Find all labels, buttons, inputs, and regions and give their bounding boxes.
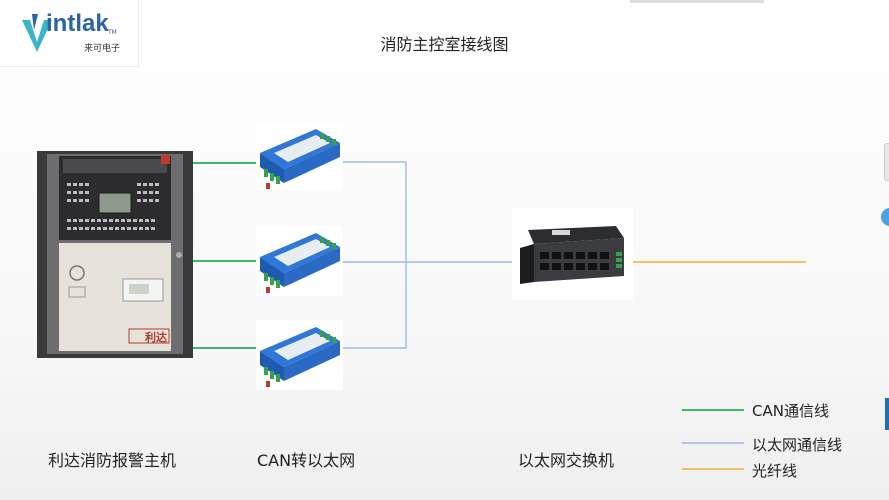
fire-alarm-panel xyxy=(37,151,193,358)
can-ethernet-converter-1 xyxy=(256,123,343,191)
converter-icon xyxy=(260,233,340,293)
logo-trademark: TM xyxy=(108,29,117,36)
legend-label-can: CAN通信线 xyxy=(752,402,829,420)
can-ethernet-converter-3 xyxy=(256,320,343,390)
logo: intlak TM 来可电子 xyxy=(0,0,139,67)
logo-subtitle: 来可电子 xyxy=(84,44,121,54)
edge-tab-2[interactable] xyxy=(885,398,889,430)
top-divider xyxy=(630,0,764,3)
ethernet-wire-1 xyxy=(342,161,407,349)
edge-tab-1[interactable] xyxy=(884,143,889,181)
converter-icon xyxy=(260,129,340,189)
switch-icon xyxy=(520,226,624,284)
panel-brand-label: 利达 xyxy=(145,331,167,344)
edge-bubble-icon[interactable] xyxy=(881,208,889,226)
converter-icon xyxy=(260,327,340,387)
ethernet-switch xyxy=(512,208,633,300)
can-ethernet-converter-2 xyxy=(256,226,343,296)
legend-label-fiber: 光纤线 xyxy=(752,462,798,480)
legend-swatches xyxy=(682,409,744,470)
logo-mark-icon xyxy=(22,14,52,52)
switch-caption: 以太网交换机 xyxy=(518,451,615,470)
legend: CAN通信线 以太网通信线 光纤线 xyxy=(682,400,882,482)
diagram-title: 消防主控室接线图 xyxy=(380,35,509,54)
legend-label-ethernet: 以太网通信线 xyxy=(752,436,843,454)
logo-wordmark: intlak xyxy=(46,10,109,37)
converter-caption: CAN转以太网 xyxy=(257,451,356,470)
panel-caption: 利达消防报警主机 xyxy=(48,451,177,470)
